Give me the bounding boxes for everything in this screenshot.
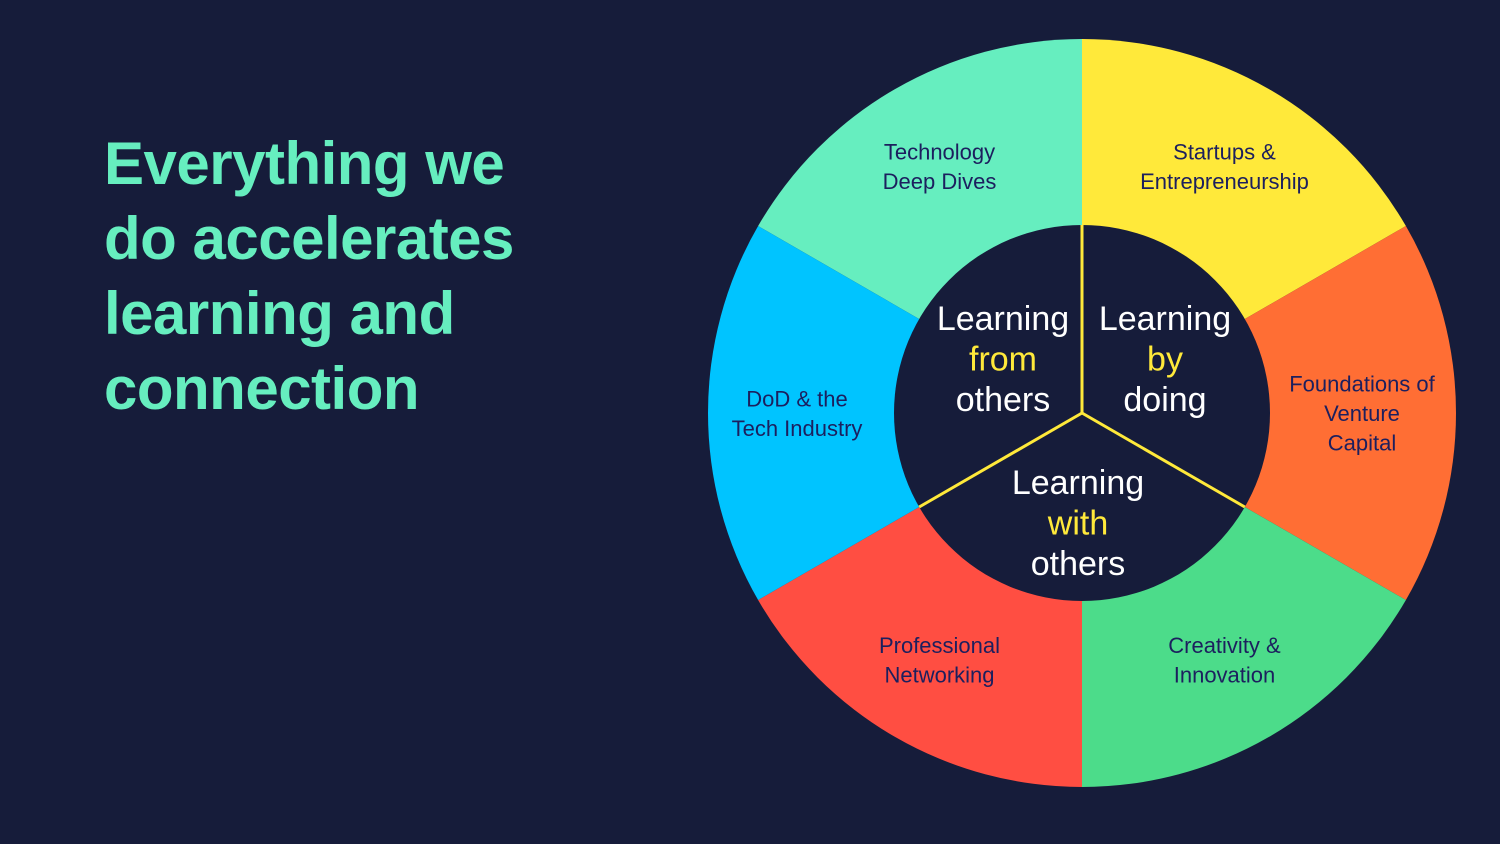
headline: Everything we do accelerates learning an… [104, 126, 664, 426]
headline-line-2: do accelerates [104, 205, 514, 272]
core-dividers [918, 225, 1246, 509]
core-divider-3 [918, 411, 1083, 509]
headline-line-1: Everything we [104, 130, 505, 197]
segment-label-startups-and-entrepreneurship: Startups &Entrepreneurship [1140, 139, 1309, 194]
segment-label-creativity-and-innovation: Creativity &Innovation [1168, 633, 1281, 688]
core-divider-2 [1081, 411, 1246, 509]
headline-line-3: learning and [104, 280, 455, 347]
headline-line-4: connection [104, 355, 420, 422]
